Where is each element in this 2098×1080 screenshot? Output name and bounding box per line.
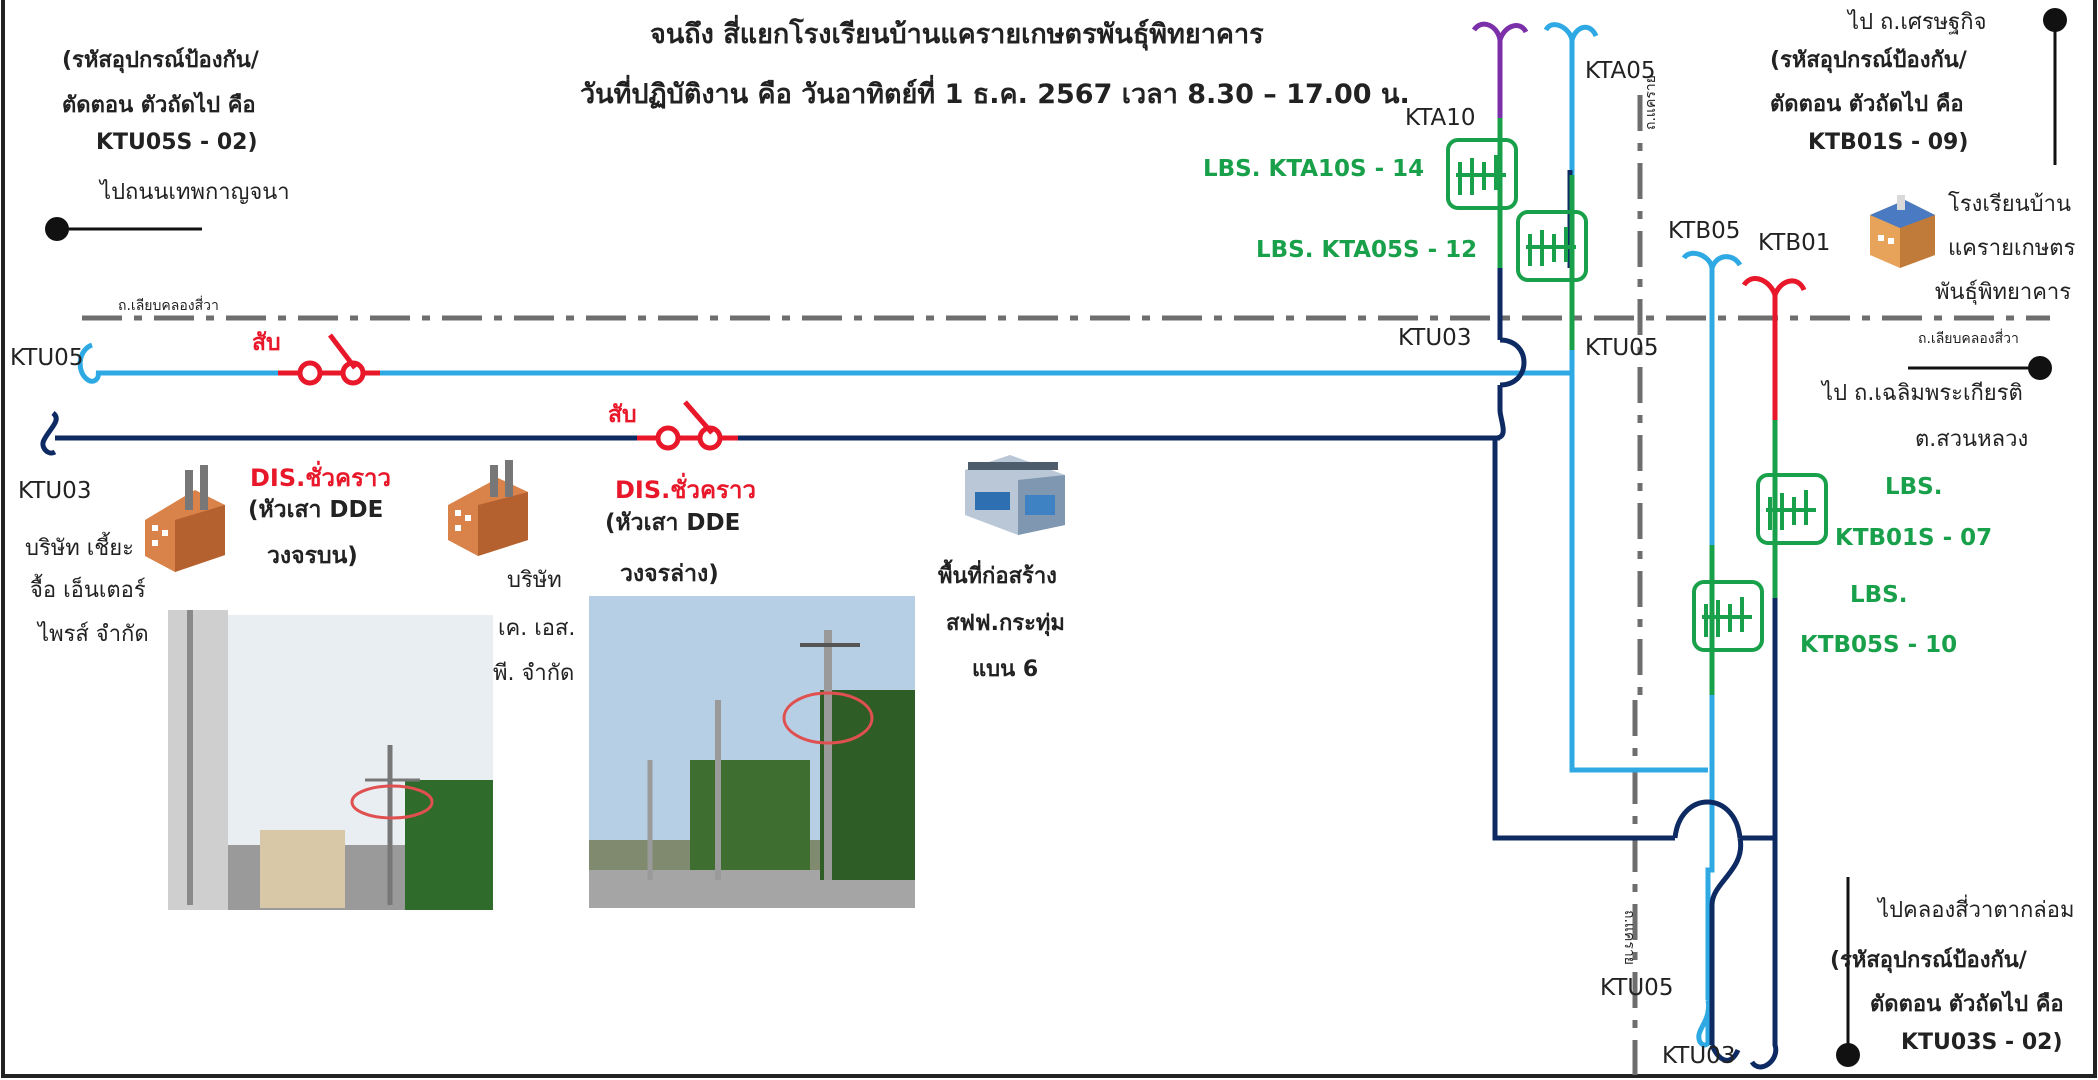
feeder-label-ktu05-left: KTU05 (10, 345, 84, 371)
company-2-l2: เค. เอส. (498, 616, 576, 641)
feeder-label-ktu05-mid: KTU05 (1585, 335, 1659, 361)
construction-l2: สฟฟ.กระทุ่ม (946, 611, 1065, 636)
feeder-ktb01-line (1741, 276, 1807, 958)
dis-lower-l3: วงจรล่าง) (620, 561, 719, 587)
photo-lower-pole (589, 596, 915, 908)
top-right-next-device-l2: ตัดตอน ตัวถัดไป คือ (1770, 92, 1964, 117)
bottom-right-next-device-l3: KTU03S - 02) (1901, 1030, 2063, 1055)
company-1-l1: บริษัท เชี้ยะ (25, 536, 134, 561)
dis-upper-title: DIS.ชั่วคราว (250, 464, 391, 492)
left-next-device-l3: KTU05S - 02) (96, 130, 258, 155)
arrow-down-icon (1836, 877, 1860, 1067)
building-icon (965, 455, 1065, 535)
lbs-ktb01-icon (1756, 473, 1828, 545)
dis-switch-upper-icon (278, 333, 380, 386)
company-2-l3: พี. จำกัด (493, 661, 575, 686)
dis-upper-l3: วงจรบน) (267, 543, 358, 569)
arrow-left-icon (45, 217, 202, 241)
lbs-label-ktb05-l2: KTB05S - 10 (1800, 632, 1958, 658)
company-1-l2: จื้อ เอ็นเตอร์ (30, 578, 146, 603)
road-label-klong-left: ถ.เลียบคลองสี่วา (118, 298, 219, 314)
feeder-ktu03-line (40, 170, 1779, 1070)
company-1-l3: ไพรส์ จำกัด (38, 622, 149, 647)
road-label-khaerai-bottom: ถ.แคราย (1621, 910, 1637, 965)
lbs-ktb05-icon (1692, 580, 1764, 652)
lbs-label-ktb01-l2: KTB01S - 07 (1835, 525, 1993, 551)
school-name-l2: แคราย​เกษตร (1948, 236, 2076, 261)
lbs-label-ktb05-l1: LBS. (1850, 582, 1908, 608)
top-right-next-device-l1: (รหัสอุปกรณ์ป้องกัน/ (1770, 48, 1967, 73)
left-next-device-l1: (รหัสอุปกรณ์ป้องกัน/ (62, 48, 259, 73)
factory-icon-1 (145, 465, 225, 572)
top-right-next-device-l3: KTB01S - 09) (1808, 130, 1969, 155)
feeder-label-ktu05-bottom: KTU05 (1600, 975, 1674, 1001)
bottom-right-next-device-l2: ตัดตอน ตัวถัดไป คือ (1870, 992, 2064, 1017)
lbs-label-ktb01-l1: LBS. (1885, 474, 1943, 500)
school-icon (1870, 195, 1935, 268)
feeder-label-kta05: KTA05 (1585, 58, 1656, 84)
feeder-kta10-line (1471, 21, 1529, 268)
school-name-l1: โรงเรียนบ้าน (1948, 192, 2071, 217)
lbs-kta05-icon (1516, 210, 1588, 282)
bottom-right-direction: ไปคลองสี่วาตากล่อม (1878, 898, 2075, 923)
dis-switch-lower-icon (637, 400, 738, 451)
photo-upper-pole (168, 610, 493, 910)
road-label-klong-right: ถ.เลียบคลองสี่วา (1918, 331, 2019, 347)
feeder-label-ktu03-mid: KTU03 (1398, 325, 1472, 351)
right-direction-l1: ไป ถ.เฉลิมพระเกียรติ (1822, 381, 2023, 406)
top-right-direction: ไป ถ.เศรษฐกิจ (1848, 10, 1987, 35)
header-title: จนถึง สี่แยกโรงเรียนบ้านแคราย​เกษตรพันธุ… (650, 19, 1264, 50)
factory-icon-2 (448, 460, 528, 556)
right-direction-l2: ต.สวนหลวง (1915, 427, 2029, 452)
dis-lower-l2: (หัวเสา DDE (605, 510, 741, 536)
header-date: วันที่ปฏิบัติงาน คือ วันอาทิตย์ที่ 1 ธ.ค… (580, 79, 1410, 110)
dis-lower-action: สับ (608, 402, 637, 428)
lbs-label-kta05: LBS. KTA05S - 12 (1256, 237, 1478, 263)
dis-upper-action: สับ (252, 330, 281, 356)
feeder-label-ktu03-bottom: KTU03 (1662, 1043, 1736, 1069)
company-2-l1: บริษัท (507, 568, 562, 593)
feeder-label-ktb05: KTB05 (1668, 218, 1741, 244)
lbs-kta10-icon (1446, 138, 1518, 210)
dis-lower-title: DIS.ชั่วคราว (615, 476, 756, 504)
school-name-l3: พันธุ์พิทยาคาร (1935, 280, 2072, 305)
bottom-right-next-device-l1: (รหัสอุปกรณ์ป้องกัน/ (1830, 948, 2027, 973)
lbs-label-kta10: LBS. KTA10S - 14 (1203, 156, 1425, 182)
arrow-up-icon (2043, 8, 2067, 165)
left-next-device-l2: ตัดตอน ตัวถัดไป คือ (62, 93, 256, 118)
construction-l1: พื้นที่ก่อสร้าง (938, 564, 1057, 589)
feeder-label-kta10: KTA10 (1405, 105, 1476, 131)
construction-l3: แบน 6 (972, 657, 1039, 682)
feeder-label-ktu03-left: KTU03 (18, 478, 92, 504)
left-direction: ไปถนนเทพกาญจนา (100, 180, 290, 205)
dis-upper-l2: (หัวเสา DDE (248, 497, 384, 523)
feeder-label-ktb01: KTB01 (1758, 230, 1831, 256)
arrow-right-icon (1908, 356, 2052, 380)
